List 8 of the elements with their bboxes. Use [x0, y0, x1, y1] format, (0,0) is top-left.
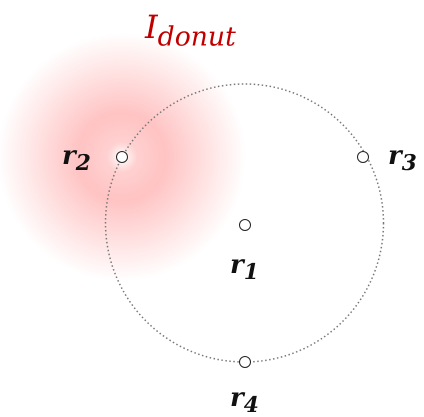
point-marker	[239, 356, 251, 368]
point-label: r$_{3}$	[388, 143, 417, 175]
point-label: r$_{4}$	[230, 385, 259, 417]
title: I$_{donut}$	[145, 8, 236, 52]
point-marker	[357, 151, 369, 163]
point-marker	[239, 219, 251, 231]
point-label: r$_{1}$	[230, 252, 259, 284]
point-label: r$_{2}$	[62, 143, 91, 175]
